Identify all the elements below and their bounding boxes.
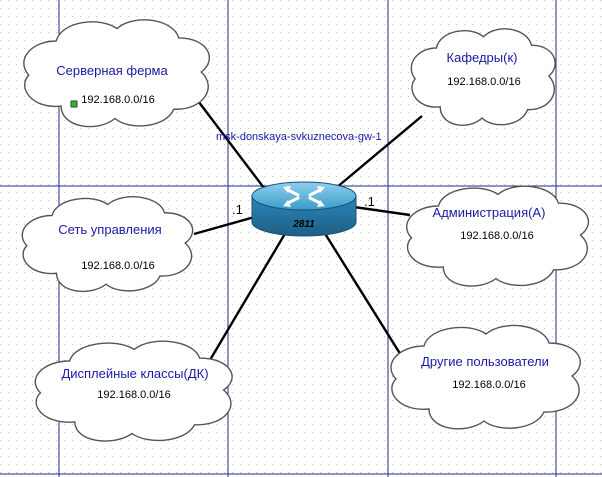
link-display-classes[interactable] <box>208 231 288 361</box>
server-farm-name: Серверная ферма <box>56 63 168 78</box>
router-model-label: 2811 <box>292 219 315 230</box>
other-users-name: Другие пользователи <box>421 354 549 369</box>
link-departments[interactable] <box>335 115 423 189</box>
link-server-farm[interactable] <box>191 92 265 189</box>
display-classes-ip: 192.168.0.0/16 <box>97 389 170 401</box>
cloud-departments[interactable] <box>411 29 555 125</box>
management-ip: 192.168.0.0/16 <box>81 260 154 272</box>
link-administration[interactable] <box>353 205 411 217</box>
links <box>191 92 423 361</box>
link-management[interactable] <box>193 214 259 236</box>
departments-name: Кафедры(к) <box>447 50 518 65</box>
cloud-display-classes[interactable] <box>35 341 232 441</box>
router-hostname-label: msk-donskaya-svkuznecova-gw-1 <box>216 131 382 143</box>
cloud-other-users[interactable] <box>391 325 580 428</box>
management-name: Сеть управления <box>58 222 161 237</box>
administration-ip: 192.168.0.0/16 <box>460 230 533 242</box>
cloud-management[interactable] <box>22 197 192 292</box>
other-users-ip: 192.168.0.0/16 <box>452 379 525 391</box>
cloud-server-farm[interactable] <box>24 20 210 127</box>
server-farm-ip: 192.168.0.0/16 <box>81 94 154 106</box>
router-arrows-icon <box>286 188 322 205</box>
link-other-users[interactable] <box>322 231 406 361</box>
administration-name: Администрация(А) <box>433 205 546 220</box>
departments-ip: 192.168.0.0/16 <box>447 76 520 88</box>
left-interface-label: .1 <box>232 202 243 217</box>
right-interface-label: .1 <box>364 194 375 209</box>
router-arrowheads-icon <box>283 186 325 207</box>
display-classes-name: Дисплейные классы(ДК) <box>61 366 208 381</box>
router-icon[interactable]: 2811 <box>251 181 357 237</box>
cloud-administration[interactable] <box>407 186 589 286</box>
selection-handle-icon[interactable] <box>70 100 78 108</box>
